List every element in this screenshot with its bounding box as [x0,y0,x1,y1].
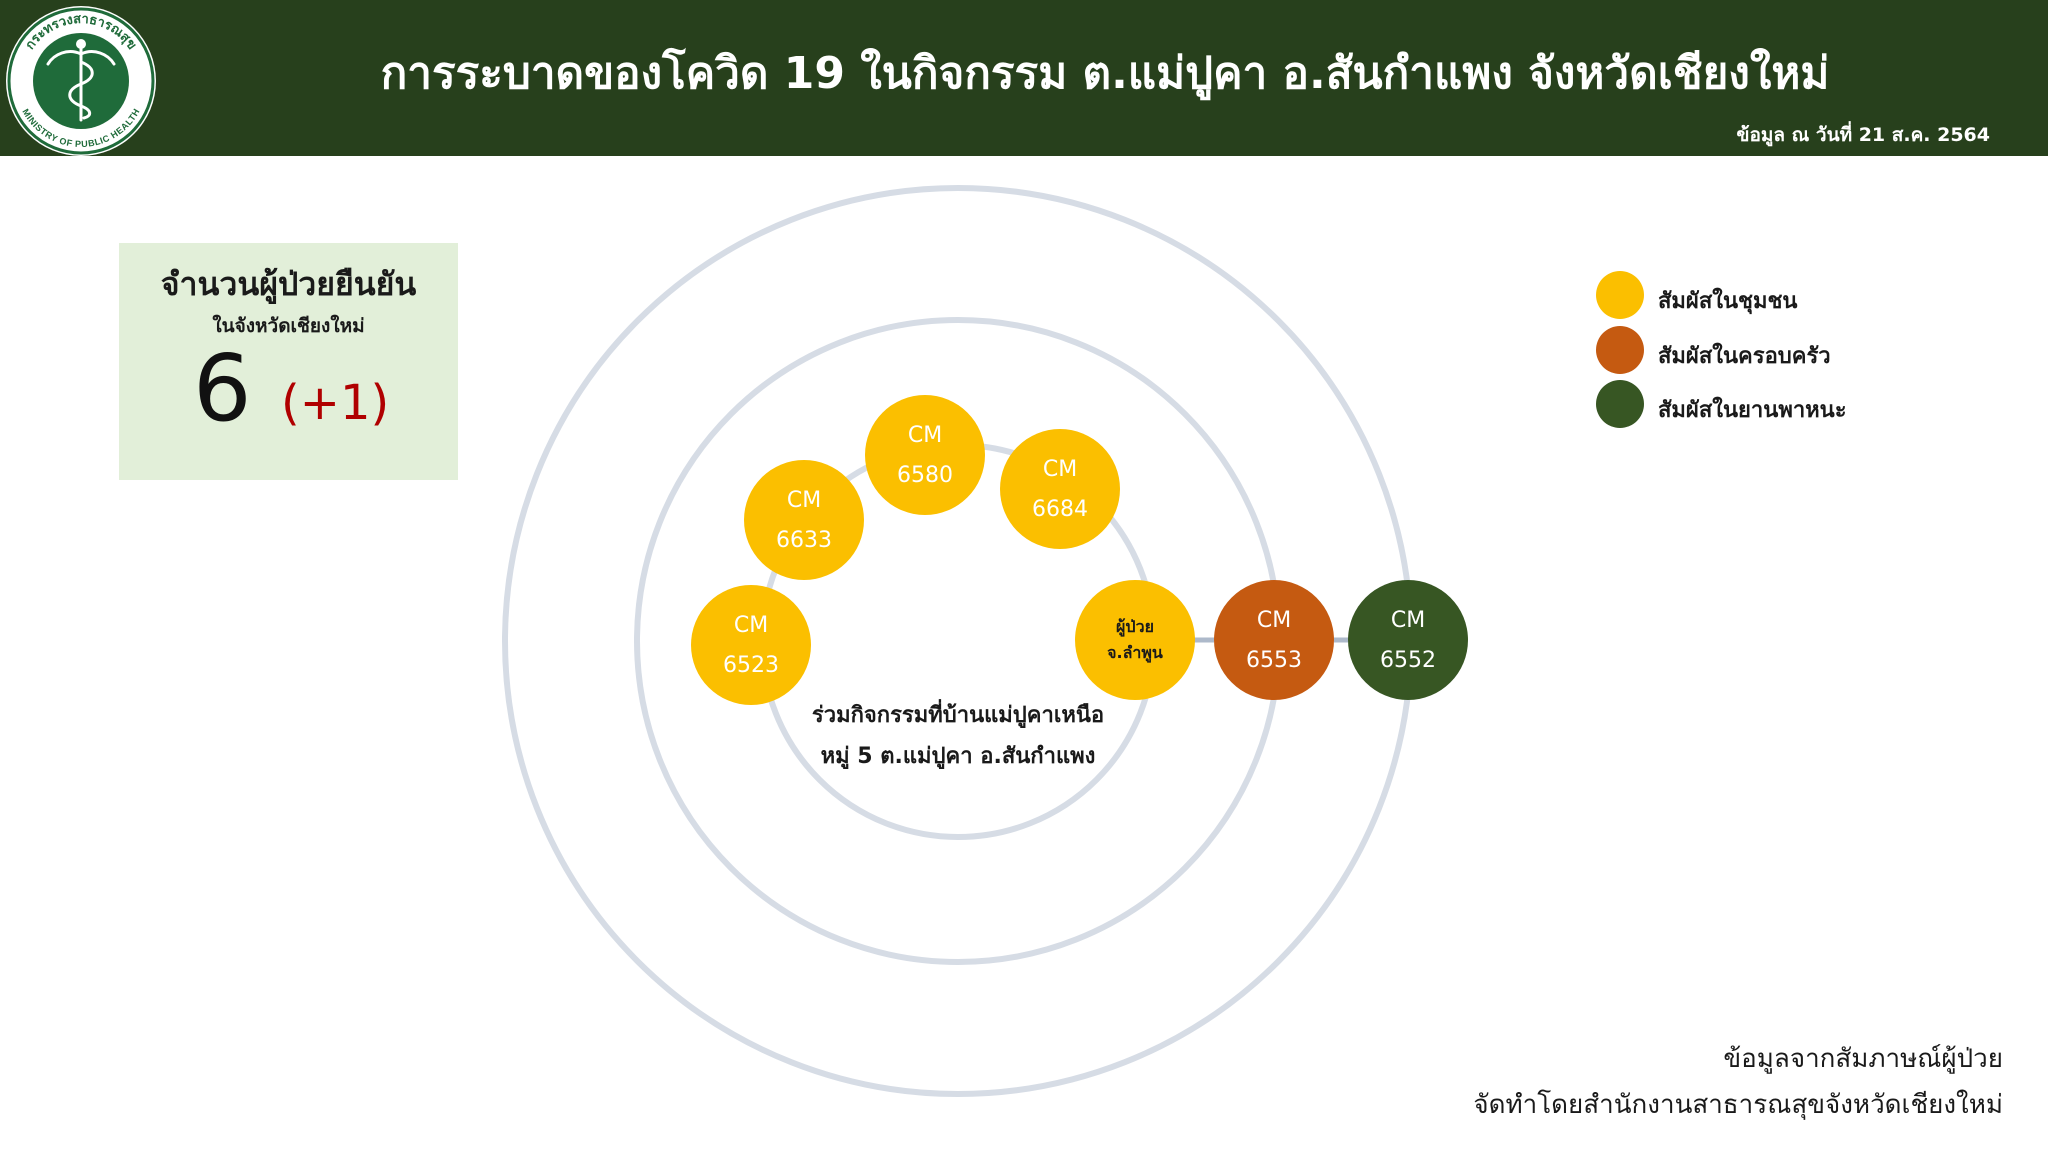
case-node-label: CM [787,488,821,513]
case-node-number: 6580 [897,463,953,488]
confirmed-cases-box: จำนวนผู้ป่วยยืนยัน ในจังหวัดเชียงใหม่ 6 … [119,243,458,480]
case-node-cm6523: CM 6523 [691,585,811,705]
legend-label-family: สัมผัสในครอบครัว [1658,344,1831,369]
legend-dot-community [1596,271,1644,319]
case-node-number: 6633 [776,528,832,553]
page-title: การระบาดของโควิด 19 ในกิจกรรม ต.แม่ปูคา … [380,48,1830,99]
case-node-cm6684: CM 6684 [1000,429,1120,549]
case-node-cm6552: CM 6552 [1348,580,1468,700]
case-node-label: CM [1043,457,1077,482]
case-node-label: CM [908,423,942,448]
case-node-cm6553: CM 6553 [1214,580,1334,700]
event-location-line2: หมู่ 5 ต.แม่ปูคา อ.สันกำแพง [821,744,1096,770]
case-node-label: CM [1391,608,1425,633]
legend-label-vehicle: สัมผัสในยานพาหนะ [1658,398,1847,423]
case-node-number: 6684 [1032,497,1088,522]
event-location-line1: ร่วมกิจกรรมที่บ้านแม่ปูคาเหนือ [812,698,1104,729]
case-node-number: 6553 [1246,648,1302,673]
case-node-label: CM [1257,608,1291,633]
header-bar: กระทรวงสาธารณสุข MINISTRY OF PUBLIC HEAL… [0,0,2048,156]
case-node-lamphun-patient: ผู้ป่วย จ.ลำพูน [1075,580,1195,700]
case-node-label: CM [734,613,768,638]
ministry-seal-logo: กระทรวงสาธารณสุข MINISTRY OF PUBLIC HEAL… [6,6,156,156]
legend-label-community: สัมผัสในชุมชน [1658,289,1798,314]
confirmed-cases-title: จำนวนผู้ป่วยยืนยัน [160,265,417,303]
data-as-of-date: ข้อมูล ณ วันที่ 21 ส.ค. 2564 [1736,124,1990,146]
case-node-label: ผู้ป่วย [1116,617,1154,638]
case-node-cm6633: CM 6633 [744,460,864,580]
case-node-cm6580: CM 6580 [865,395,985,515]
case-node-number: 6552 [1380,648,1436,673]
case-node-number: 6523 [723,653,779,678]
confirmed-cases-subtitle: ในจังหวัดเชียงใหม่ [212,315,365,337]
legend-dot-vehicle [1596,380,1644,428]
legend-dot-family [1596,326,1644,374]
source-note: ข้อมูลจากสัมภาษณ์ผู้ป่วย [1723,1044,2003,1074]
confirmed-cases-delta: (+1) [281,375,390,431]
case-node-number: จ.ลำพูน [1107,643,1163,664]
prepared-by-note: จัดทำโดยสำนักงานสาธารณสุขจังหวัดเชียงใหม… [1473,1090,2003,1120]
confirmed-cases-count: 6 [193,335,252,442]
